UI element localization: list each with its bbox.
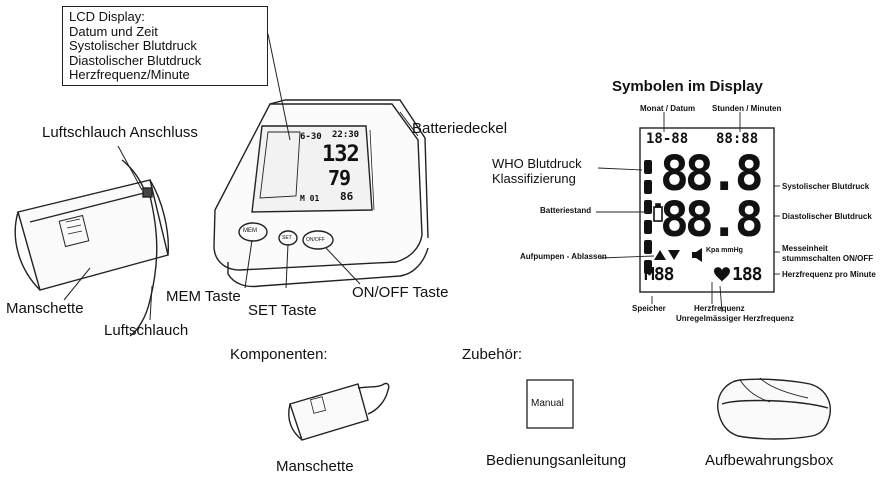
manual-box-text: Manual bbox=[531, 398, 564, 409]
label-hose-connector: Luftschlauch Anschluss bbox=[42, 124, 198, 141]
lcd-legend-line: Diastolischer Blutdruck bbox=[69, 52, 202, 68]
screen-mem: M 01 bbox=[300, 194, 320, 203]
label-heart-rate: Herzfrequenz bbox=[694, 304, 745, 313]
seg-time: 88:88 bbox=[716, 131, 759, 147]
cuff-illustration bbox=[14, 159, 170, 337]
label-unit: Messeinheit bbox=[782, 244, 828, 253]
seg-date: 18-88 bbox=[646, 131, 689, 147]
heart-icon bbox=[714, 267, 730, 282]
label-onoff-key: ON/OFF Taste bbox=[352, 284, 449, 301]
small-cuff-illustration bbox=[288, 382, 390, 441]
label-cuff: Manschette bbox=[6, 300, 84, 317]
mem-button[interactable]: MEM bbox=[243, 228, 257, 234]
label-diastolic: Diastolischer Blutdruck bbox=[782, 212, 872, 221]
label-pulse-min: Herzfrequenz pro Minute bbox=[782, 270, 876, 279]
seg-pulse: 188 bbox=[732, 264, 762, 285]
speaker-icon bbox=[692, 248, 702, 262]
lcd-legend-line: LCD Display: bbox=[69, 9, 145, 24]
who-bars bbox=[644, 160, 652, 274]
screen-sys: 132 bbox=[322, 142, 360, 167]
manual-box bbox=[526, 379, 574, 429]
lcd-legend-line: Herzfrequenz/Minute bbox=[69, 67, 190, 82]
label-mem-key: MEM Taste bbox=[166, 288, 241, 305]
seg-diastolic: 88.8 bbox=[660, 192, 764, 248]
label-manual: Bedienungsanleitung bbox=[486, 452, 627, 469]
screen-time-right: 22:30 bbox=[332, 130, 360, 140]
label-battery-level: Batteriestand bbox=[540, 206, 592, 215]
label-systolic: Systolischer Blutdruck bbox=[782, 182, 870, 191]
storage-pouch-illustration bbox=[717, 377, 831, 440]
lcd-legend-line: Datum und Zeit bbox=[69, 23, 158, 39]
label-pump: Aufpumpen - Ablassen bbox=[520, 252, 607, 261]
seg-systolic: 88.8 bbox=[660, 146, 764, 202]
seg-memory: M88 bbox=[644, 264, 674, 285]
label-accessories: Zubehör: bbox=[462, 346, 523, 363]
screen-pulse: 86 bbox=[340, 190, 354, 203]
label-hose: Luftschlauch bbox=[104, 322, 189, 339]
seg-unit: Kpa mmHg bbox=[706, 247, 743, 254]
label-month-date: Monat / Datum bbox=[640, 104, 696, 113]
label-hours-minutes: Stunden / Minuten bbox=[712, 104, 782, 113]
onoff-button[interactable]: ON/OFF bbox=[306, 237, 325, 243]
lcd-display-legend: LCD Display: Datum und Zeit Systolischer… bbox=[62, 6, 268, 86]
lcd-legend-line: Systolischer Blutdruck bbox=[69, 38, 197, 53]
lcd-symbol-frame bbox=[639, 127, 775, 293]
label-memory: Speicher bbox=[632, 304, 666, 313]
label-small-cuff: Manschette bbox=[276, 458, 354, 475]
set-button[interactable]: SET bbox=[282, 235, 292, 241]
symbols-title: Symbolen im Display bbox=[612, 78, 763, 95]
label-who: WHO Blutdruck Klassifizierung bbox=[492, 156, 582, 186]
label-mute: stummschalten ON/OFF bbox=[782, 254, 874, 263]
screen-dia: 79 bbox=[328, 166, 351, 190]
screen-time-left: 6-30 bbox=[300, 132, 322, 142]
pump-arrows-icon bbox=[654, 250, 680, 260]
device-illustration bbox=[213, 99, 429, 288]
label-battery-cover: Batteriedeckel bbox=[412, 120, 508, 137]
label-set-key: SET Taste bbox=[248, 302, 317, 319]
label-components: Komponenten: bbox=[230, 346, 328, 363]
label-irregular: Unregelmässiger Herzfrequenz bbox=[676, 314, 794, 323]
label-storage-box: Aufbewahrungsbox bbox=[705, 452, 834, 469]
battery-icon bbox=[653, 203, 663, 222]
